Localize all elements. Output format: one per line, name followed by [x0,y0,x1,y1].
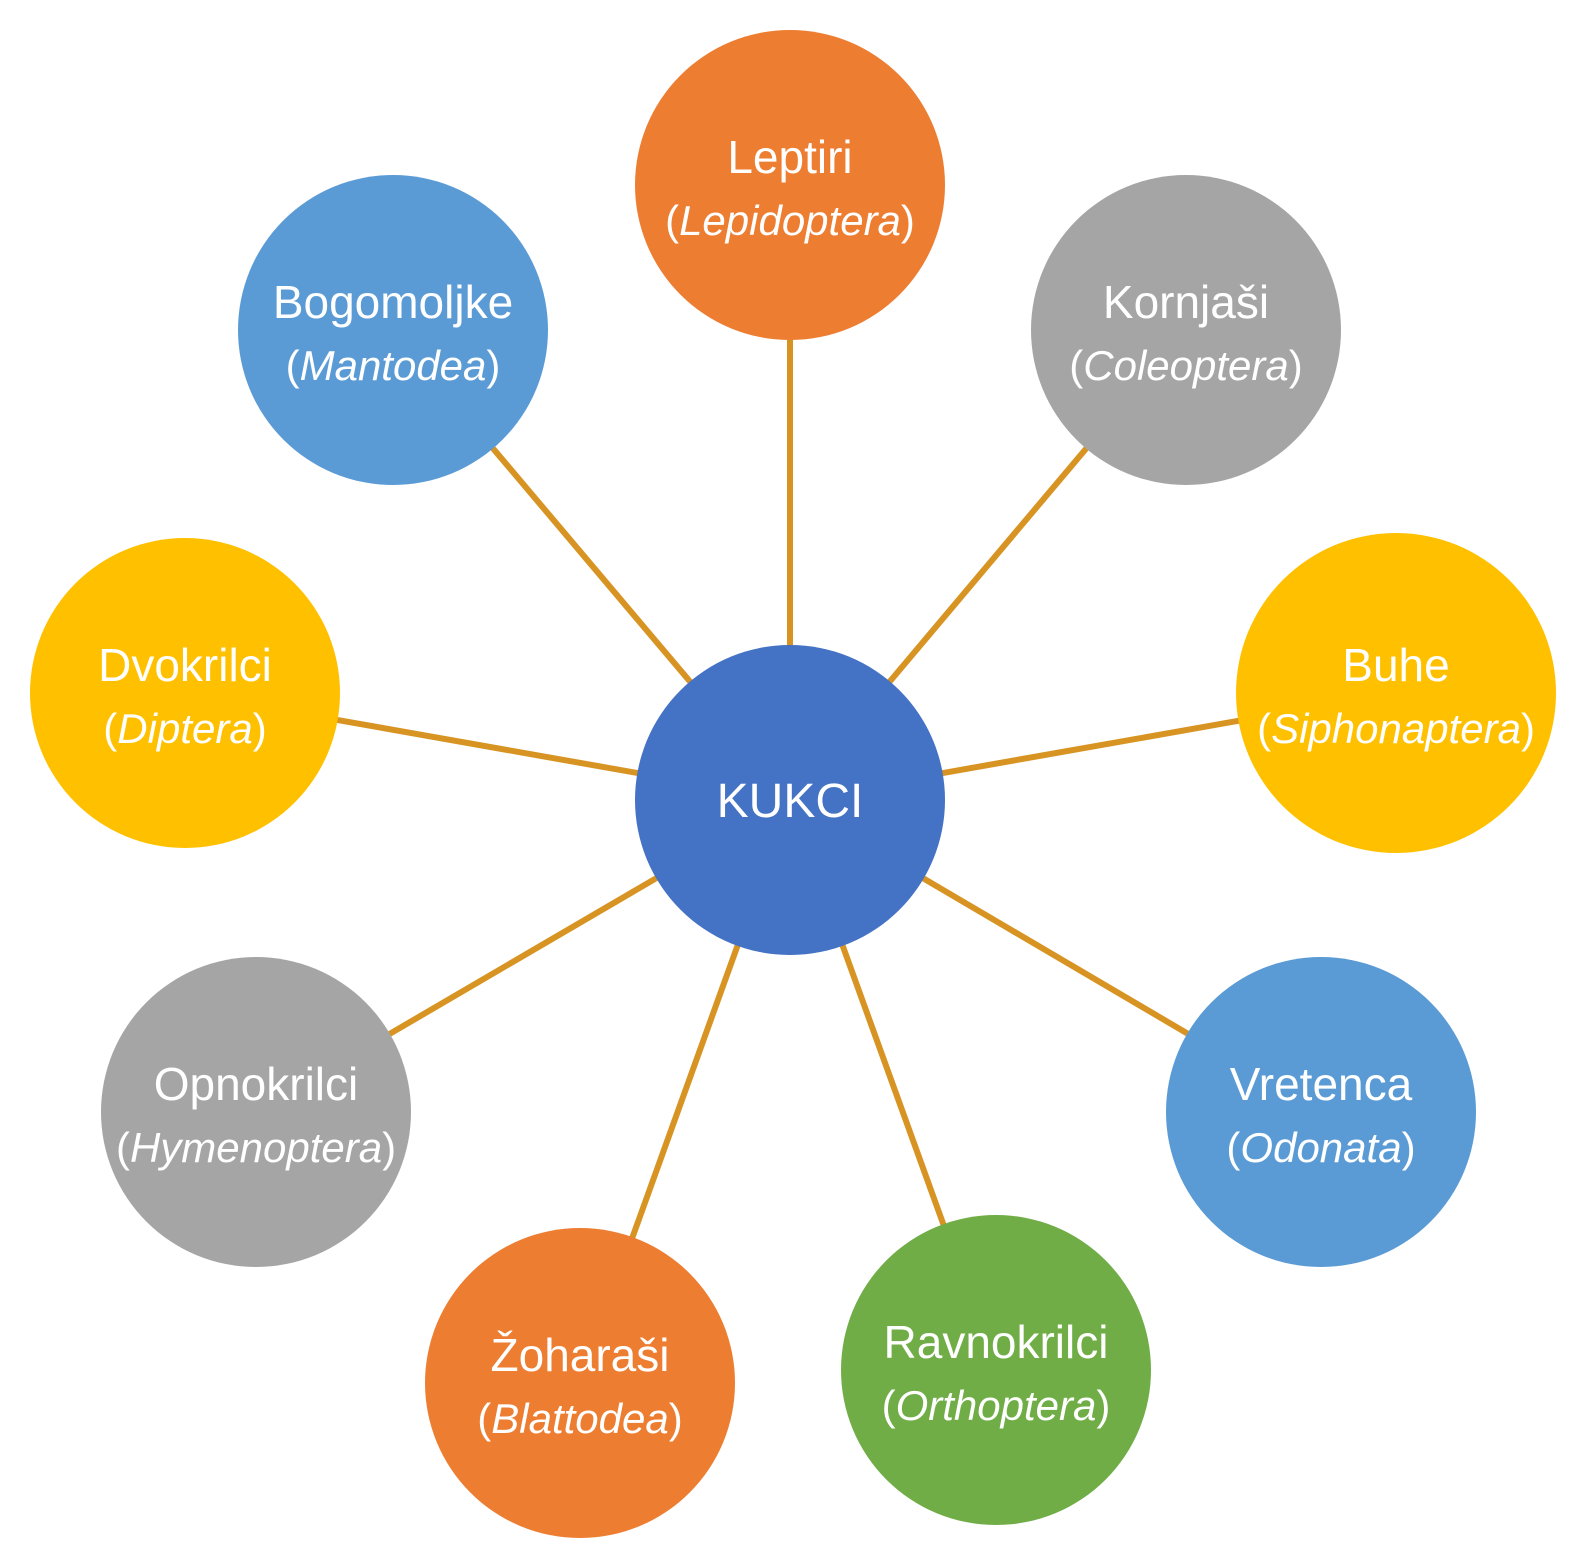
order-circle [30,538,340,848]
order-circle [425,1228,735,1538]
connector-line [335,716,640,777]
order-circle [101,957,411,1267]
order-latin-name: (Lepidoptera) [665,197,915,244]
order-latin-name: (Siphonaptera) [1257,705,1535,752]
order-latin-name: (Diptera) [103,705,266,752]
order-common-name: Žoharaši [491,1329,670,1381]
order-node: Leptiri (Lepidoptera) [635,30,945,340]
connector-line [920,874,1191,1038]
order-common-name: Leptiri [727,131,852,183]
order-node: Ravnokrilci (Orthoptera) [841,1215,1151,1525]
order-circle [635,30,945,340]
order-node: Opnokrilci (Hymenoptera) [101,957,411,1267]
order-common-name: Bogomoljke [273,276,513,328]
connectors [335,338,1241,1241]
order-latin-name: (Orthoptera) [882,1382,1111,1429]
order-common-name: Opnokrilci [154,1058,359,1110]
order-node: Buhe (Siphonaptera) [1236,533,1556,853]
order-latin-name: (Mantodea) [286,342,501,389]
order-circle [1236,533,1556,853]
order-latin-name: (Hymenoptera) [116,1124,396,1171]
order-node: Žoharaši (Blattodea) [425,1228,735,1538]
order-circle [841,1215,1151,1525]
center-circle [635,645,945,955]
order-node: Dvokrilci (Diptera) [30,538,340,848]
order-common-name: Ravnokrilci [884,1316,1109,1368]
order-circle [238,175,548,485]
order-latin-name: (Coleoptera) [1069,342,1302,389]
order-latin-name: (Blattodea) [477,1395,682,1442]
order-node: Kornjaši (Coleoptera) [1031,175,1341,485]
center-label: KUKCI [717,775,864,828]
connector-line [940,717,1241,777]
order-common-name: Kornjaši [1103,276,1269,328]
order-node: Vretenca (Odonata) [1166,957,1476,1267]
connector-line [886,445,1090,685]
connector-line [839,942,947,1228]
order-common-name: Vretenca [1230,1058,1413,1110]
order-node: Bogomoljke (Mantodea) [238,175,548,485]
connector-line [386,874,660,1038]
center-node: KUKCI [635,645,945,955]
order-common-name: Dvokrilci [98,639,272,691]
order-latin-name: (Odonata) [1226,1124,1415,1171]
connector-line [629,942,741,1241]
nodes: Leptiri (Lepidoptera) Kornjaši (Coleoptera)… [30,30,1556,1538]
connector-line [489,444,694,686]
order-circle [1031,175,1341,485]
order-common-name: Buhe [1342,639,1449,691]
order-circle [1166,957,1476,1267]
